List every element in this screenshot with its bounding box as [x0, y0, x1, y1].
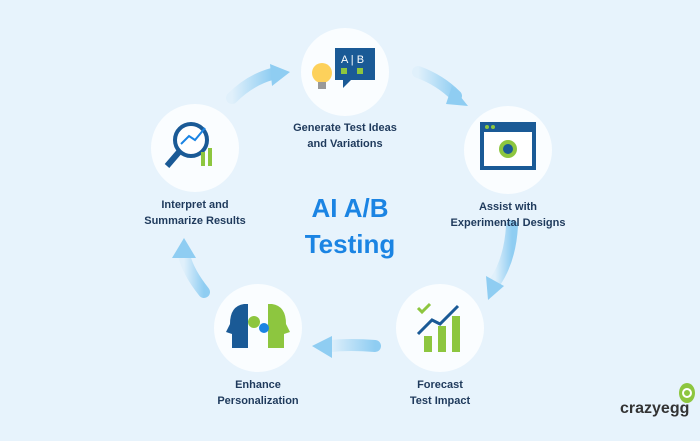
- title-line-2: Testing: [304, 229, 396, 259]
- label-line: Test Impact: [409, 395, 471, 407]
- label-line: Personalization: [217, 395, 299, 407]
- label-line: Generate Test Ideas: [293, 122, 397, 134]
- step-node-generate: A | B: [301, 28, 389, 116]
- page-title: AI A/B Testing: [270, 190, 430, 262]
- label-line: Interpret and: [161, 199, 229, 211]
- label-line: and Variations: [307, 138, 383, 150]
- arrow-1: [226, 68, 278, 104]
- label-line: Assist with: [478, 201, 538, 213]
- label-line: Forecast: [417, 379, 463, 391]
- arrow-3: [489, 220, 518, 288]
- step-node-assist: [464, 106, 552, 194]
- step-node-interpret: [151, 104, 239, 192]
- magnifier-chart-icon: [164, 122, 212, 168]
- label-line: Experimental Designs: [450, 217, 566, 229]
- label-line: Summarize Results: [144, 215, 246, 227]
- growth-chart-icon: [416, 302, 460, 352]
- browser-gear-icon: [480, 122, 536, 170]
- svg-text:A | B: A | B: [341, 54, 364, 66]
- step-node-personalize: [214, 284, 302, 372]
- heads-gears-icon: [226, 304, 290, 348]
- ab-lightbulb-icon: A | B: [312, 48, 375, 89]
- crazyegg-logo: crazyegg: [620, 400, 690, 417]
- title-line-1: AI A/B: [311, 193, 389, 223]
- arrow-4: [324, 339, 381, 352]
- label-line: Enhance: [235, 379, 281, 391]
- step-label-generate: Generate Test Ideas and Variations: [255, 120, 435, 152]
- step-node-forecast: [396, 284, 484, 372]
